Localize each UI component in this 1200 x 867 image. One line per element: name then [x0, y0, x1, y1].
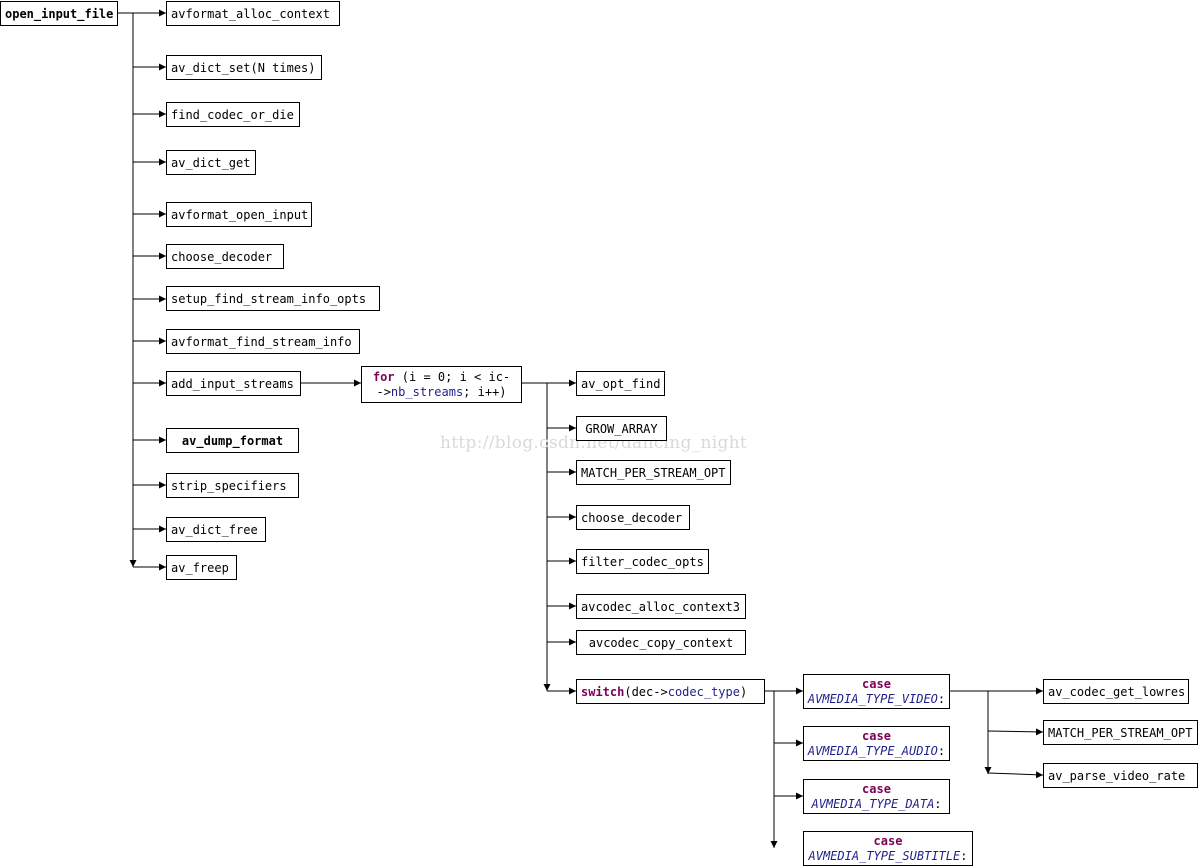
watermark: http://blog.csdn.net/dancing_night	[440, 433, 748, 453]
call-av-dump-format: av_dump_format	[166, 428, 299, 453]
case-audio-box: case AVMEDIA_TYPE_AUDIO:	[803, 726, 950, 761]
case-video-colon: :	[937, 691, 946, 706]
call-av-freep: av_freep	[166, 555, 237, 580]
for-tail-text: ; i++)	[463, 384, 507, 399]
for-loop-box: for (i = 0; i < ic- ->nb_streams; i++)	[361, 366, 522, 403]
case-video-constant: AVMEDIA_TYPE_VIDEO	[807, 691, 938, 706]
case-data-keyword: case	[862, 781, 891, 796]
case-video-box: case AVMEDIA_TYPE_VIDEO:	[803, 674, 950, 709]
edge-video-match	[987, 728, 1044, 736]
call-add-input-streams: add_input_streams	[166, 371, 301, 396]
case-data-box: case AVMEDIA_TYPE_DATA:	[803, 779, 950, 814]
call-strip-specifiers: strip_specifiers	[166, 473, 299, 498]
call-avformat-find-stream-info: avformat_find_stream_info	[166, 329, 360, 354]
case-audio-colon: :	[937, 743, 946, 758]
case-subtitle-box: case AVMEDIA_TYPE_SUBTITLE:	[803, 831, 973, 866]
case-subtitle-keyword: case	[873, 833, 903, 848]
for-arrow-text: ->	[376, 384, 391, 399]
loop-call-avcodec-alloc-context3: avcodec_alloc_context3	[576, 594, 746, 619]
video-call-av-parse-video-rate: av_parse_video_rate	[1043, 763, 1198, 788]
call-av-dict-free: av_dict_free	[166, 517, 266, 542]
edge-video-parse-rate	[987, 771, 1044, 779]
case-data-line: AVMEDIA_TYPE_DATA:	[811, 797, 941, 812]
for-header-text: (i = 0; i < ic-	[394, 369, 511, 384]
root-function-box: open_input_file	[0, 1, 118, 26]
loop-call-filter-codec-opts: filter_codec_opts	[576, 549, 709, 574]
case-audio-line: AVMEDIA_TYPE_AUDIO:	[808, 744, 945, 759]
for-loop-line-1: for (i = 0; i < ic-	[373, 370, 510, 385]
for-loop-line-2: ->nb_streams; i++)	[376, 385, 506, 400]
for-nb-streams: nb_streams	[390, 384, 464, 399]
switch-open-text: (dec->	[624, 684, 668, 699]
for-keyword: for	[372, 369, 395, 384]
switch-box: switch (dec->codec_type)	[576, 679, 765, 704]
loop-call-match-per-stream-opt: MATCH_PER_STREAM_OPT	[576, 460, 731, 485]
loop-call-grow-array: GROW_ARRAY	[576, 416, 667, 441]
case-data-colon: :	[934, 796, 942, 811]
switch-keyword: switch	[581, 684, 625, 699]
case-subtitle-line: AVMEDIA_TYPE_SUBTITLE:	[809, 849, 968, 864]
call-choose-decoder: choose_decoder	[166, 244, 284, 269]
video-call-av-codec-get-lowres: av_codec_get_lowres	[1043, 679, 1189, 704]
case-subtitle-constant: AVMEDIA_TYPE_SUBTITLE	[808, 848, 961, 863]
call-avformat-alloc-context: avformat_alloc_context	[166, 1, 340, 26]
case-subtitle-colon: :	[960, 848, 968, 863]
case-audio-keyword: case	[862, 728, 891, 743]
call-avformat-open-input: avformat_open_input	[166, 202, 312, 227]
switch-codec-type: codec_type	[667, 684, 740, 699]
case-audio-constant: AVMEDIA_TYPE_AUDIO	[807, 743, 938, 758]
loop-call-choose-decoder: choose_decoder	[576, 505, 690, 530]
switch-close-text: )	[739, 684, 748, 699]
case-video-keyword: case	[862, 676, 891, 691]
loop-call-avcodec-copy-context: avcodec_copy_context	[576, 630, 746, 655]
call-av-dict-get: av_dict_get	[166, 150, 256, 175]
call-av-dict-set: av_dict_set(N times)	[166, 55, 322, 80]
case-video-line: AVMEDIA_TYPE_VIDEO:	[808, 692, 945, 707]
call-find-codec-or-die: find_codec_or_die	[166, 102, 300, 127]
call-setup-find-stream-info-opts: setup_find_stream_info_opts	[166, 286, 380, 311]
loop-call-av-opt-find: av_opt_find	[576, 371, 665, 396]
video-call-match-per-stream-opt: MATCH_PER_STREAM_OPT	[1043, 720, 1198, 745]
case-data-constant: AVMEDIA_TYPE_DATA	[811, 796, 935, 811]
